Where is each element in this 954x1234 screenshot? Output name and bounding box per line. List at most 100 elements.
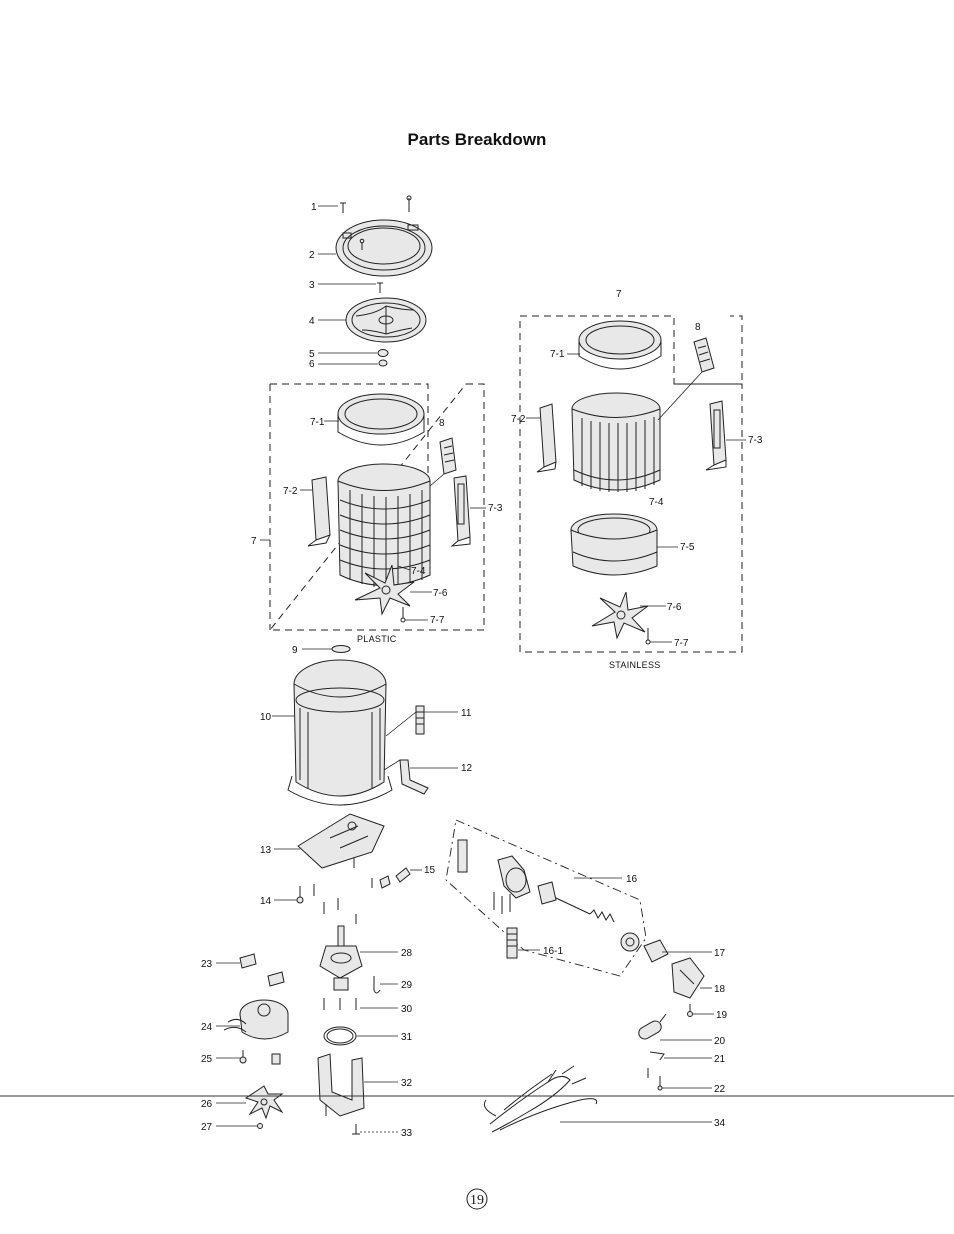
stainless-baffle-part-7-2	[536, 403, 557, 473]
capacitor-part-20	[638, 1013, 667, 1040]
callout-28: 27	[201, 1122, 213, 1133]
screw-part-1	[340, 195, 412, 213]
callout-18: 18	[714, 984, 726, 995]
clutch-part-29	[319, 925, 363, 991]
callout-11: 11	[461, 708, 472, 719]
screw-part-19	[687, 1004, 693, 1017]
drain-motor-part-16	[457, 839, 615, 923]
callout-27: 26	[201, 1099, 213, 1110]
washer-part-5	[377, 349, 389, 357]
callout-9: 9	[292, 645, 298, 656]
gear-part-17	[620, 932, 669, 963]
callout-33: 32	[401, 1078, 413, 1089]
callout-31: 30	[401, 1004, 413, 1015]
page-number: 19	[466, 1188, 488, 1210]
callout-7-2: 7-2	[283, 486, 298, 497]
stainless-baffle-part-7-3	[705, 400, 727, 471]
bracket-part-33	[317, 1053, 365, 1117]
filter-part-8	[429, 437, 457, 487]
stainless-caption: STAINLESS	[609, 660, 661, 670]
electrical-group: 20 21 22 34	[483, 1013, 726, 1133]
cover-part-24	[239, 953, 285, 987]
baffle-part-7-2	[307, 476, 331, 547]
basket-ring-part-7-1	[337, 393, 425, 446]
base-plate-part-13	[297, 813, 385, 869]
stainless-ring-part-7-1	[578, 320, 662, 370]
hose-part-11	[385, 705, 425, 737]
screw-part-31	[323, 998, 357, 1010]
stainless-basket-part-7-4	[571, 392, 661, 492]
callout-30: 29	[401, 980, 413, 991]
callout-7-stainless: 7	[616, 289, 622, 300]
hose-part-12	[383, 759, 429, 795]
hose-part-16-1	[506, 927, 518, 959]
callout-7-3: 7-3	[488, 503, 503, 514]
spider-part-7-6	[354, 564, 415, 616]
callout-32: 31	[401, 1032, 413, 1043]
callout-16-1: 16-1	[543, 946, 563, 957]
callout-15: 15	[424, 865, 436, 876]
callout-4: 4	[309, 316, 315, 327]
screw-part-34	[352, 1124, 360, 1135]
page-title: Parts Breakdown	[407, 130, 547, 149]
callout-13: 13	[260, 845, 272, 856]
callout-5: 5	[309, 349, 315, 360]
callout-6: 6	[309, 359, 315, 370]
callout-16: 16	[626, 874, 638, 885]
stainless-spider-part-7-6	[591, 591, 649, 640]
callout-23: 34	[714, 1118, 726, 1129]
callout-s-7-2: 7-2	[511, 414, 526, 425]
callout-20: 20	[714, 1036, 726, 1047]
drain-assembly-group: 16 16-1 17 18 19	[445, 819, 728, 1021]
page-number-text: 19	[470, 1193, 484, 1208]
stainless-bolt-part-7-7	[645, 628, 651, 645]
plastic-caption: PLASTIC	[357, 634, 397, 644]
screw-part-14	[296, 884, 357, 924]
stainless-basket-group: 7 7-1 8 7-2 7-3 7-4 7-5 7-6 7-7 STAINLES…	[511, 289, 763, 670]
callout-8: 8	[439, 418, 445, 429]
callout-10: 10	[260, 712, 272, 723]
belt-part-32	[323, 1026, 357, 1046]
callout-17: 17	[714, 948, 726, 959]
wire-harness-part-23	[483, 1065, 598, 1133]
callout-s-7-3: 7-3	[748, 435, 763, 446]
screw-part-22	[657, 1076, 663, 1091]
plastic-basket-group: 7-1 7-2 8 7-3 7-4 7-6 7-7 7 PLASTIC	[251, 383, 503, 644]
seal-part-9	[331, 645, 351, 653]
callout-19: 19	[716, 1010, 728, 1021]
callout-s-7-6: 7-6	[667, 602, 682, 613]
callout-34: 33	[401, 1128, 413, 1139]
callout-12: 12	[461, 763, 473, 774]
baffle-part-7-3	[450, 475, 471, 547]
stainless-filter-part-8	[657, 337, 715, 421]
callout-21: 21	[714, 1054, 726, 1065]
callout-14: 14	[260, 896, 272, 907]
tub-group: 9 10 11 12 13 14 15	[260, 645, 473, 924]
callout-7-1: 7-1	[310, 417, 325, 428]
clamp-part-21	[647, 1051, 665, 1078]
callout-7-7: 7-7	[430, 615, 445, 626]
callout-1: 1	[311, 202, 317, 213]
callout-s-7-4: 7-4	[649, 497, 664, 508]
balancer-part-7-5	[570, 513, 658, 576]
motor-clutch-group: 23 24 25 26 27 28 29 30 31 32 33	[201, 925, 413, 1139]
callout-7-plastic: 7	[251, 536, 257, 547]
outer-tub-part-10	[287, 659, 393, 806]
basket-part-7-4	[337, 463, 431, 588]
fan-part-27	[244, 1085, 284, 1120]
callout-7-4: 7-4	[411, 566, 426, 577]
callout-2: 2	[309, 250, 315, 261]
callout-26: 25	[201, 1054, 213, 1065]
callout-25: 24	[201, 1022, 213, 1033]
bolt-part-7-7	[400, 607, 406, 623]
balance-ring-part-2	[335, 219, 433, 277]
motor-part-18	[671, 957, 705, 999]
nut-part-6	[378, 359, 388, 367]
callout-7-6: 7-6	[433, 588, 448, 599]
top-parts-group: 1 2 3 4 5 6	[309, 195, 433, 370]
callout-29: 28	[401, 948, 413, 959]
screw-part-28	[257, 1123, 263, 1129]
callout-s-8: 8	[695, 322, 701, 333]
